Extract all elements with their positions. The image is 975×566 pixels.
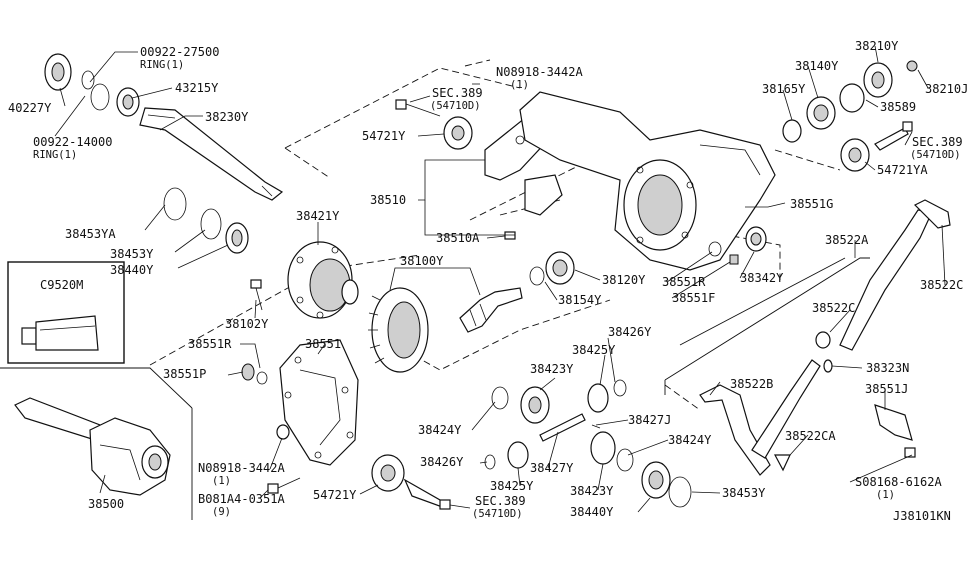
label-08918-bottom-qty: (1) [212,475,231,487]
breather-hose [699,199,951,476]
label-54721ya: 54721YA [877,163,928,177]
inset-box-c9520m [7,261,125,364]
label-38426y-bottom: 38426Y [420,455,464,469]
differential-case [287,241,359,319]
label-sec389-right-sub: (54710D) [910,149,961,161]
label-c9520m: C9520M [40,278,83,292]
carrier-cover [279,339,359,466]
label-38551g: 38551G [790,197,833,211]
label-38421y: 38421Y [296,209,340,223]
label-38423y-bottom: 38423Y [570,484,614,498]
label-38551r-right: 38551R [662,275,706,289]
label-38453ya: 38453YA [65,227,116,241]
part-labels: 40227Y 00922-27500 RING(1) 43215Y 00922-… [8,39,968,523]
bolt-38102y [250,279,263,311]
label-38424y-right: 38424Y [668,433,712,447]
label-38120y: 38120Y [602,273,646,287]
label-38551p: 38551P [163,367,206,381]
label-08918-bottom: N08918-3442A [198,461,285,475]
drain-plug-left [241,363,301,494]
label-ring-lower: RING(1) [33,149,77,161]
label-38154y: 38154Y [558,293,602,307]
label-38210j: 38210J [925,82,968,96]
label-38425y-bottom: 38425Y [490,479,534,493]
label-38210y: 38210Y [855,39,899,53]
label-38165y: 38165Y [762,82,806,96]
gear-carrier-housing [519,91,776,271]
label-00922-14000: 00922-14000 [33,135,112,149]
label-00922-27500: 00922-27500 [140,45,219,59]
label-sec389-top-sub: (54710D) [430,100,481,112]
label-38589: 38589 [880,100,916,114]
axle-assembly-38500 [14,397,171,496]
label-sec389-top: SEC.389 [432,86,483,100]
label-38551r-left: 38551R [188,337,232,351]
bracket-38551j [874,404,916,458]
label-38140y: 38140Y [795,59,839,73]
label-08918-top-qty: (1) [510,79,529,91]
diagram-code: J38101KN [893,509,951,523]
label-54721y-top: 54721Y [362,129,406,143]
label-38425y-top: 38425Y [572,343,616,357]
label-38522ca: 38522CA [785,429,836,443]
axle-shaft [44,53,284,201]
label-sec389-bottom: SEC.389 [475,494,526,508]
label-38453y-right: 38453Y [722,486,766,500]
companion-flange [782,60,918,143]
label-38522b: 38522B [730,377,773,391]
mount-54721y-bottom [371,454,451,510]
pinion-bearing [529,251,575,286]
label-38551j: 38551J [865,382,908,396]
label-38100y: 38100Y [400,254,444,268]
label-38522a: 38522A [825,233,869,247]
plugs-right [708,206,768,265]
label-sec389-bottom-sub: (54710D) [472,508,523,520]
label-08918-top: N08918-3442A [496,65,583,79]
label-ring-upper: RING(1) [140,59,184,71]
label-38522c-right: 38522C [920,278,963,292]
label-38510a: 38510A [436,231,480,245]
label-54721y-bottom: 54721Y [313,488,357,502]
label-38440y-right: 38440Y [570,505,614,519]
label-38522c-mid: 38522C [812,301,855,315]
label-38342y: 38342Y [740,271,784,285]
rings-left [163,187,249,254]
label-40227y: 40227Y [8,101,52,115]
mount-54721y-top [395,99,473,150]
label-43215y: 43215Y [175,81,219,95]
label-38423y-top: 38423Y [530,362,574,376]
label-38551f: 38551F [672,291,715,305]
label-38427y: 38427Y [530,461,574,475]
label-38323n: 38323N [866,361,909,375]
label-38102y: 38102Y [225,317,269,331]
label-38230y: 38230Y [205,110,249,124]
label-08168-qty: (1) [876,489,895,501]
label-38453y-left: 38453Y [110,247,154,261]
label-081a4: B081A4-0351A [198,492,285,506]
label-08168: S08168-6162A [855,475,942,489]
label-38440y-left: 38440Y [110,263,154,277]
label-081a4-qty: (9) [212,506,231,518]
mount-54721ya [840,121,913,172]
label-38510: 38510 [370,193,406,207]
label-38500: 38500 [88,497,124,511]
label-38426y-top: 38426Y [608,325,652,339]
label-sec389-right: SEC.389 [912,135,963,149]
ring-gear-pinion [368,287,523,373]
label-38551: 38551 [305,337,341,351]
leader-lines [54,45,946,513]
label-38427j: 38427J [628,413,671,427]
label-38424y-left: 38424Y [418,423,462,437]
